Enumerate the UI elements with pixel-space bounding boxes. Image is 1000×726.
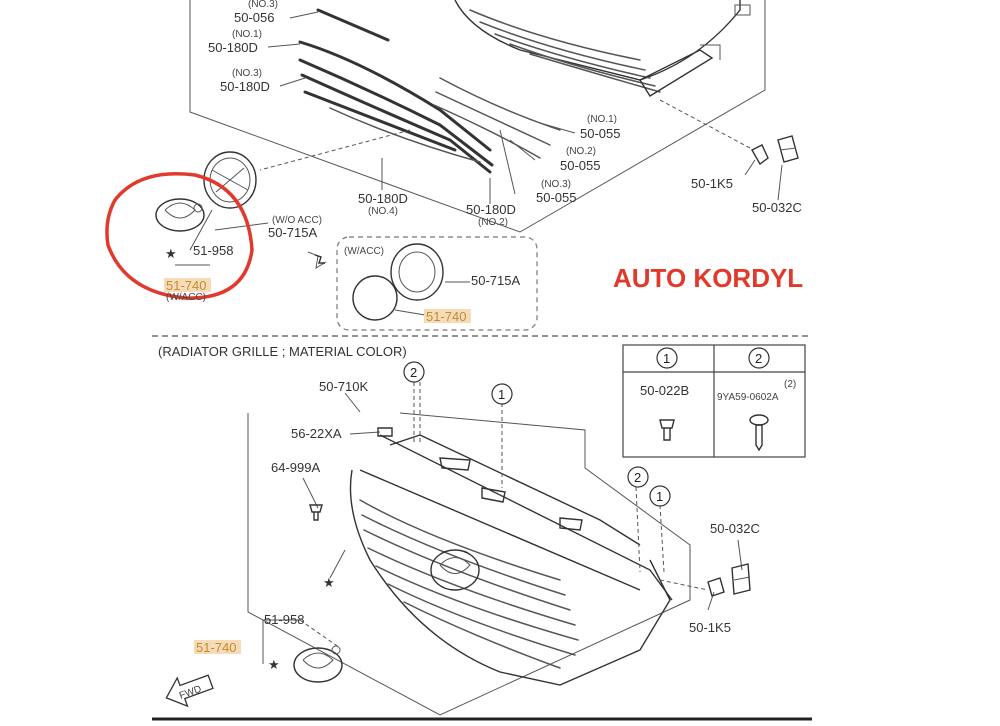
label-bg-51740-c bbox=[194, 640, 241, 654]
label-50-055-a: 50-055 bbox=[580, 126, 620, 141]
label-no2-d: (NO.2) bbox=[478, 217, 508, 228]
table-col2-part: 9YA59-0602A bbox=[717, 392, 779, 403]
lower-clips bbox=[309, 427, 751, 597]
table-col1-num: 1 bbox=[663, 351, 670, 366]
label-50-055-c: 50-055 bbox=[536, 190, 576, 205]
star-a: ★ bbox=[165, 246, 177, 261]
top-leader-lines bbox=[259, 11, 783, 204]
lower-grille-drawing bbox=[349, 434, 673, 686]
fastener-table bbox=[622, 344, 806, 458]
label-50-180d-no2: 50-180D bbox=[466, 202, 516, 217]
label-50-710k: 50-710K bbox=[319, 379, 368, 394]
label-bg-51740-b bbox=[424, 309, 471, 323]
label-no1-c: (NO.1) bbox=[587, 114, 617, 125]
label-51-740-a: 51-740 bbox=[166, 278, 206, 293]
label-51-740-b: 51-740 bbox=[426, 309, 466, 324]
table-col1-part: 50-022B bbox=[640, 383, 689, 398]
label-w-acc-small: (W/ACC) bbox=[166, 292, 206, 303]
label-50-180d-no4: 50-180D bbox=[358, 191, 408, 206]
label-w-acc: (W/ACC) bbox=[344, 246, 384, 257]
circled-1-a: 1 bbox=[498, 387, 505, 402]
top-assembly-frame bbox=[189, 0, 766, 233]
label-51-958-a: 51-958 bbox=[193, 243, 233, 258]
label-50-032c-bot: 50-032C bbox=[710, 521, 760, 536]
lower-leader-lines bbox=[262, 382, 743, 664]
watermark-text: AUTO KORDYL bbox=[613, 263, 803, 293]
label-50-055-b: 50-055 bbox=[560, 158, 600, 173]
label-50-715a-b: 50-715A bbox=[471, 273, 520, 288]
circled-1-b: 1 bbox=[656, 489, 663, 504]
label-no4: (NO.4) bbox=[368, 206, 398, 217]
label-50-1k5-bot: 50-1K5 bbox=[689, 620, 731, 635]
top-clips bbox=[751, 135, 799, 166]
circled-2-b: 2 bbox=[634, 470, 641, 485]
label-no1-a: (NO.1) bbox=[232, 29, 262, 40]
fwd-arrow bbox=[165, 674, 214, 708]
label-50-032c-top: 50-032C bbox=[752, 200, 802, 215]
star-c: ★ bbox=[268, 657, 280, 672]
table-col2-num: 2 bbox=[755, 351, 762, 366]
circled-numbers bbox=[403, 361, 671, 507]
label-50-056: 50-056 bbox=[234, 10, 274, 25]
table-col2-qty: (2) bbox=[784, 379, 796, 390]
lower-assembly-frame bbox=[247, 412, 691, 716]
star-b: ★ bbox=[323, 575, 335, 590]
label-no3-top: (NO.3) bbox=[248, 0, 278, 10]
label-50-1k5-top: 50-1K5 bbox=[691, 176, 733, 191]
upper-grille-bars bbox=[298, 8, 561, 174]
label-no3-b: (NO.3) bbox=[232, 68, 262, 79]
label-64-999a: 64-999A bbox=[271, 460, 320, 475]
label-bg-51740-a bbox=[164, 278, 211, 292]
section-title: (RADIATOR GRILLE ; MATERIAL COLOR) bbox=[158, 344, 407, 359]
label-51-958-b: 51-958 bbox=[264, 612, 304, 627]
highlight-circle bbox=[105, 172, 254, 300]
lower-emblem bbox=[293, 645, 343, 683]
label-50-180d-b: 50-180D bbox=[220, 79, 270, 94]
label-wo-acc: (W/O ACC) bbox=[272, 215, 322, 226]
label-no2-c: (NO.2) bbox=[566, 146, 596, 157]
label-50-180d-a: 50-180D bbox=[208, 40, 258, 55]
label-no3-c: (NO.3) bbox=[541, 179, 571, 190]
labels: (NO.3) 50-056 (NO.1) 50-180D (NO.3) 50-1… bbox=[158, 0, 802, 702]
circled-2-a: 2 bbox=[410, 365, 417, 380]
top-grille-drawing bbox=[454, 0, 751, 149]
label-51-740-c: 51-740 bbox=[196, 640, 236, 655]
label-50-715a-a: 50-715A bbox=[268, 225, 317, 240]
label-56-22xa: 56-22XA bbox=[291, 426, 342, 441]
w-acc-box bbox=[307, 236, 538, 331]
